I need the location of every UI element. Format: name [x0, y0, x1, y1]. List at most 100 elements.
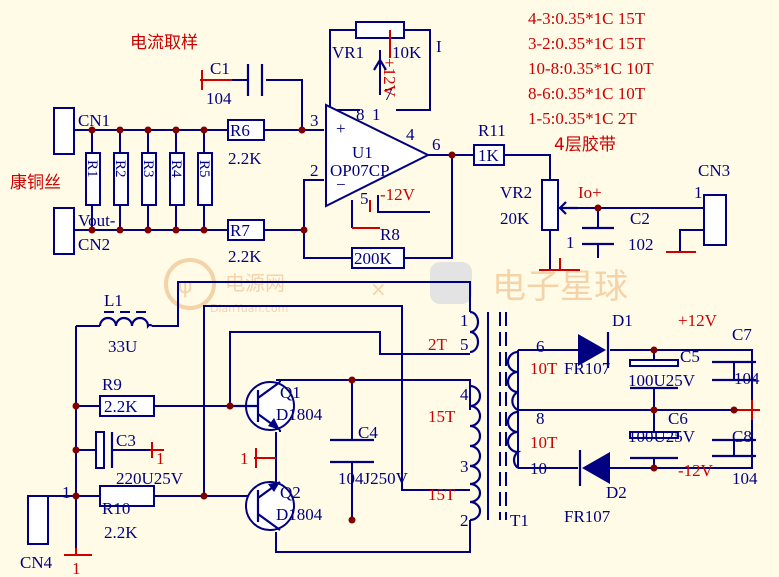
resistor-r1	[85, 152, 101, 206]
label-c4-value: 104J250V	[338, 469, 409, 488]
winding-spec: 4-3:0.35*1C 15T 3-2:0.35*1C 15T 10-8:0.3…	[528, 9, 654, 128]
capacitor-c8	[712, 438, 756, 458]
t1-winding-6-8	[506, 350, 519, 411]
note-current-sense: 电流取样	[130, 33, 198, 53]
label-u1-ref: U1	[352, 143, 373, 162]
label-vout: Vout-	[78, 211, 116, 230]
label-r1: R1	[84, 160, 100, 178]
potentiometer-vr2	[541, 179, 559, 231]
pin-u1-1: 1	[372, 105, 381, 124]
label-c5-value: 100U25V	[628, 371, 696, 390]
t1-core	[499, 312, 507, 520]
label-r8-value: 200K	[354, 249, 393, 268]
resistor-r9	[99, 395, 155, 417]
t1-winding-8-10	[506, 410, 522, 469]
label-c5-ref: C5	[680, 347, 700, 366]
opamp-plus-sign: +	[336, 119, 346, 138]
watermark-brand-url: DianYuan.com	[210, 302, 288, 315]
winding-spec-line: 4-3:0.35*1C 15T	[528, 9, 646, 28]
pin-t1-8: 8	[536, 409, 545, 428]
label-t1-ref: T1	[510, 511, 529, 530]
ground-vr2	[539, 258, 580, 271]
pin-t1-4: 4	[460, 385, 469, 404]
pin-t1-5: 5	[460, 335, 469, 354]
pin-u1-8: 8	[356, 105, 365, 124]
capacitor-c2	[582, 226, 614, 246]
capacitor-c7	[712, 360, 756, 382]
connector-cn2	[53, 207, 75, 255]
pin-u1-2: 2	[310, 161, 319, 180]
label-r3: R3	[140, 160, 156, 178]
label-r2: R2	[112, 160, 128, 178]
label-d1-ref: D1	[612, 311, 633, 330]
connector-cn3	[703, 194, 727, 246]
resistor-r5	[197, 152, 213, 206]
diode-d2	[578, 450, 610, 486]
label-c7-ref: C7	[732, 325, 752, 344]
label-r6-ref: R6	[230, 121, 250, 140]
label-c2-ref: C2	[630, 209, 650, 228]
pin-t1-6: 6	[536, 337, 545, 356]
label-vr2-ref: VR2	[500, 183, 532, 202]
turns-1-5: 2T	[428, 335, 448, 354]
label-q2-ref: Q2	[280, 483, 301, 502]
connector-cn4	[27, 495, 49, 545]
label-cn3: CN3	[698, 161, 730, 180]
label-vr1-ref: VR1	[332, 43, 364, 62]
resistor-r3	[141, 152, 157, 206]
label-l1-value: 33U	[108, 337, 137, 356]
capacitor-c5-plate-a	[629, 359, 679, 367]
label-u1-value: OP07CP	[330, 161, 390, 180]
rail-minus12-op: -12V	[380, 185, 416, 204]
winding-spec-line: 10-8:0.35*1C 10T	[528, 59, 654, 78]
label-cn1: CN1	[78, 111, 110, 130]
label-r9-value: 2.2K	[104, 397, 138, 416]
pin-t1-10: 10	[530, 459, 547, 478]
label-r7-ref: R7	[230, 221, 250, 240]
label-r6-value: 2.2K	[228, 149, 262, 168]
label-c1-ref: C1	[210, 59, 230, 78]
winding-spec-line: 1-5:0.35*1C 2T	[528, 109, 637, 128]
ground-cn4	[64, 548, 92, 556]
potentiometer-vr1	[355, 21, 405, 39]
winding-spec-line: 3-2:0.35*1C 15T	[528, 34, 646, 53]
winding-spec-line: 8-6:0.35*1C 10T	[528, 84, 646, 103]
t1-winding-1-5	[469, 310, 480, 354]
label-r10-value: 2.2K	[104, 523, 138, 542]
diode-d1	[578, 332, 610, 368]
pin-u1-6: 6	[432, 135, 441, 154]
label-r10-ref: R10	[102, 499, 130, 518]
label-vr2-value: 20K	[500, 209, 530, 228]
note-four-layer-tape: 4层胶带	[554, 135, 616, 155]
label-c2-value: 102	[628, 235, 654, 254]
transistor-q1	[230, 380, 295, 432]
opamp-u1	[325, 103, 431, 208]
rail-minus12-out: -12V	[678, 461, 714, 480]
resistor-r6	[227, 119, 265, 141]
pin-c3-1: 1	[156, 449, 165, 468]
vr1-wiper-arrow	[373, 59, 387, 71]
label-c3-ref: C3	[116, 431, 136, 450]
junctions-bottom	[72, 346, 738, 524]
ground-c1	[200, 70, 232, 90]
turns-8-10: 10T	[530, 433, 558, 452]
vr2-wiper-arrow	[558, 201, 578, 215]
label-c4-ref: C4	[358, 423, 378, 442]
ground-output	[738, 400, 760, 420]
capacitor-c3-plate-a	[95, 431, 105, 469]
label-c8-ref: C8	[732, 427, 752, 446]
label-r8-ref: R8	[380, 225, 400, 244]
grounds-bottom	[64, 400, 760, 556]
ground-c3	[150, 442, 164, 458]
turns-6-8: 10T	[530, 359, 558, 378]
junctions-top	[88, 126, 602, 234]
grounds-top	[200, 30, 696, 271]
capacitor-c6-plate-a	[629, 431, 679, 439]
rail-plus12-out: +12V	[678, 311, 718, 330]
watermark-separator: ×	[370, 277, 387, 301]
t1-winding-3-2	[469, 464, 482, 522]
capacitor-c4	[330, 438, 374, 464]
note-constantan-wire: 康铜丝	[10, 173, 61, 193]
capacitor-c1	[246, 64, 264, 96]
resistor-r11	[473, 144, 505, 166]
